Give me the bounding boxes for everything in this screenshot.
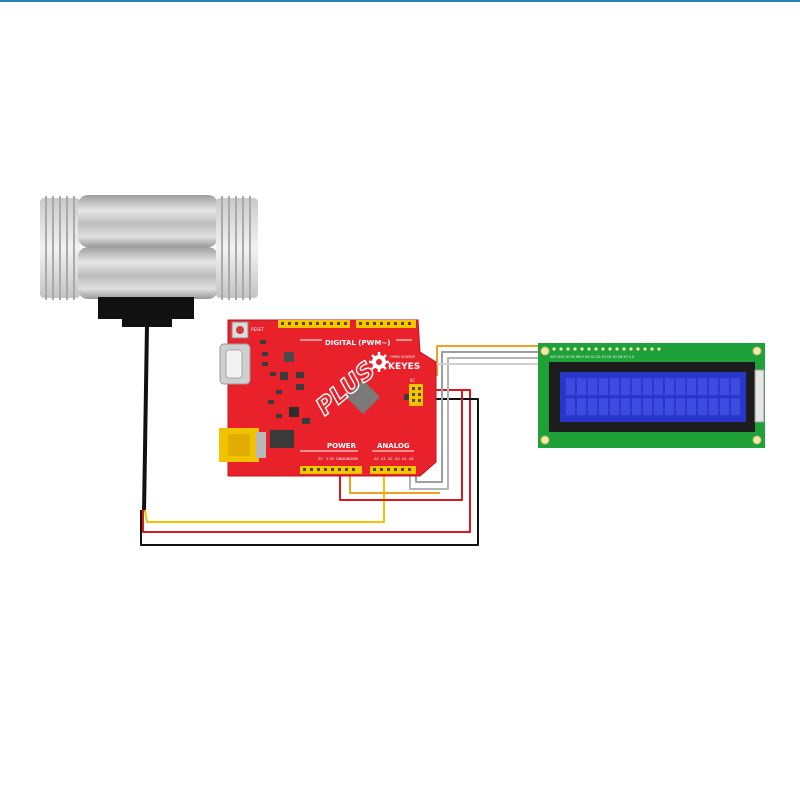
lcd-character-cell — [697, 378, 707, 396]
lcd-character-cell — [730, 398, 740, 416]
power-pin-labels: 5V 3.3V GND GND VIN — [318, 457, 358, 461]
crystal — [284, 352, 294, 362]
lcd-character-cell — [609, 378, 619, 396]
power-pin-label: GND — [344, 457, 352, 461]
lcd-character-cell — [598, 398, 608, 416]
power-header — [300, 466, 362, 474]
lcd-character-cell — [565, 398, 575, 416]
lcd-character-cell — [697, 398, 707, 416]
lcd-character-cell — [576, 398, 586, 416]
wire-board-power-orange — [349, 470, 440, 494]
lcd-character-cell — [719, 398, 729, 416]
analog-pin-label: A0 — [374, 457, 379, 461]
lcd-character-cell — [620, 398, 630, 416]
lcd-character-cell — [675, 378, 685, 396]
lcd-character-cell — [565, 378, 575, 396]
power-pin-label: 5V — [318, 457, 323, 461]
analog-label: ANALOG — [377, 442, 410, 450]
digital-label: DIGITAL (PWM~) — [325, 339, 390, 347]
lcd-character-cell — [587, 398, 597, 416]
lcd-backlight-edge — [754, 369, 765, 423]
lcd-character-cell — [719, 378, 729, 396]
iic-label: IIC — [410, 378, 415, 383]
lcd-character-cell — [675, 398, 685, 416]
usb-chip — [270, 430, 294, 448]
gear-icon — [369, 352, 389, 372]
wire-lcd-sda-gray — [409, 357, 538, 490]
lcd-pin-header — [552, 347, 661, 351]
lcd-character-grid — [565, 378, 740, 416]
analog-pin-label: A2 — [388, 457, 393, 461]
lcd-pin-labels: VSS VDD V0 RS RW E D0 D1 D2 D3 D4 D5 D6 … — [550, 355, 635, 359]
lcd-character-cell — [708, 378, 718, 396]
dc-power-jack — [219, 428, 266, 462]
lcd-character-cell — [587, 378, 597, 396]
sensor-right-thread — [216, 196, 258, 300]
digital-header-left — [278, 320, 350, 328]
lcd-character-cell — [642, 378, 652, 396]
wire-lcd-scl-white — [415, 351, 538, 483]
reset-label: RESET — [251, 327, 264, 332]
regulator-chip — [289, 407, 299, 417]
wire-lcd-vcc-orange — [436, 345, 538, 376]
lcd-character-cell — [686, 378, 696, 396]
lcd-character-cell — [708, 398, 718, 416]
usb-connector — [219, 343, 251, 385]
lcd-character-cell — [642, 398, 652, 416]
sensor-cable — [142, 324, 149, 513]
brand-name: KEYES — [388, 362, 420, 372]
analog-pin-label: A3 — [395, 457, 400, 461]
lcd-character-cell — [609, 398, 619, 416]
keyes-plus-board: RESET — [219, 319, 437, 477]
lcd-character-cell — [631, 378, 641, 396]
analog-pin-label: A1 — [381, 457, 386, 461]
analog-pin-labels: A0 A1 A2 A3 A4 A5 — [374, 457, 414, 461]
lcd-character-cell — [686, 398, 696, 416]
wires — [140, 345, 538, 546]
wire-board-power-red — [339, 390, 463, 501]
sensor-body — [78, 195, 218, 299]
wire-sensor-vcc-red — [142, 389, 471, 533]
top-border-line — [0, 0, 800, 2]
lcd-character-cell — [730, 378, 740, 396]
sensor-left-thread — [40, 196, 80, 300]
lcd-mounting-holes — [540, 346, 762, 445]
iic-header — [409, 384, 423, 406]
analog-header — [370, 466, 416, 474]
analog-pin-label: A4 — [402, 457, 407, 461]
lcd-character-cell — [664, 378, 674, 396]
lcd-character-cell — [653, 378, 663, 396]
power-pin-label: GND — [336, 457, 344, 461]
brand-small-text: OPEN SOURCE — [390, 355, 415, 359]
power-pin-label: VIN — [352, 457, 358, 461]
wire-sensor-signal-yellow — [144, 473, 385, 523]
lcd-character-cell — [631, 398, 641, 416]
lcd-character-cell — [576, 378, 586, 396]
microcontroller-chip — [346, 380, 380, 414]
digital-header-right — [356, 320, 416, 328]
lcd-character-cell — [653, 398, 663, 416]
lcd-character-cell — [664, 398, 674, 416]
sensor-connector-housing — [98, 297, 194, 327]
power-label: POWER — [327, 442, 357, 450]
lcd-character-cell — [598, 378, 608, 396]
lcd-1602-module: VSS VDD V0 RS RW E D0 D1 D2 D3 D4 D5 D6 … — [538, 343, 765, 448]
analog-pin-label: A5 — [409, 457, 414, 461]
water-flow-sensor — [40, 195, 258, 513]
power-pin-label: 3.3V — [326, 457, 335, 461]
reset-button — [231, 321, 249, 339]
lcd-character-cell — [620, 378, 630, 396]
